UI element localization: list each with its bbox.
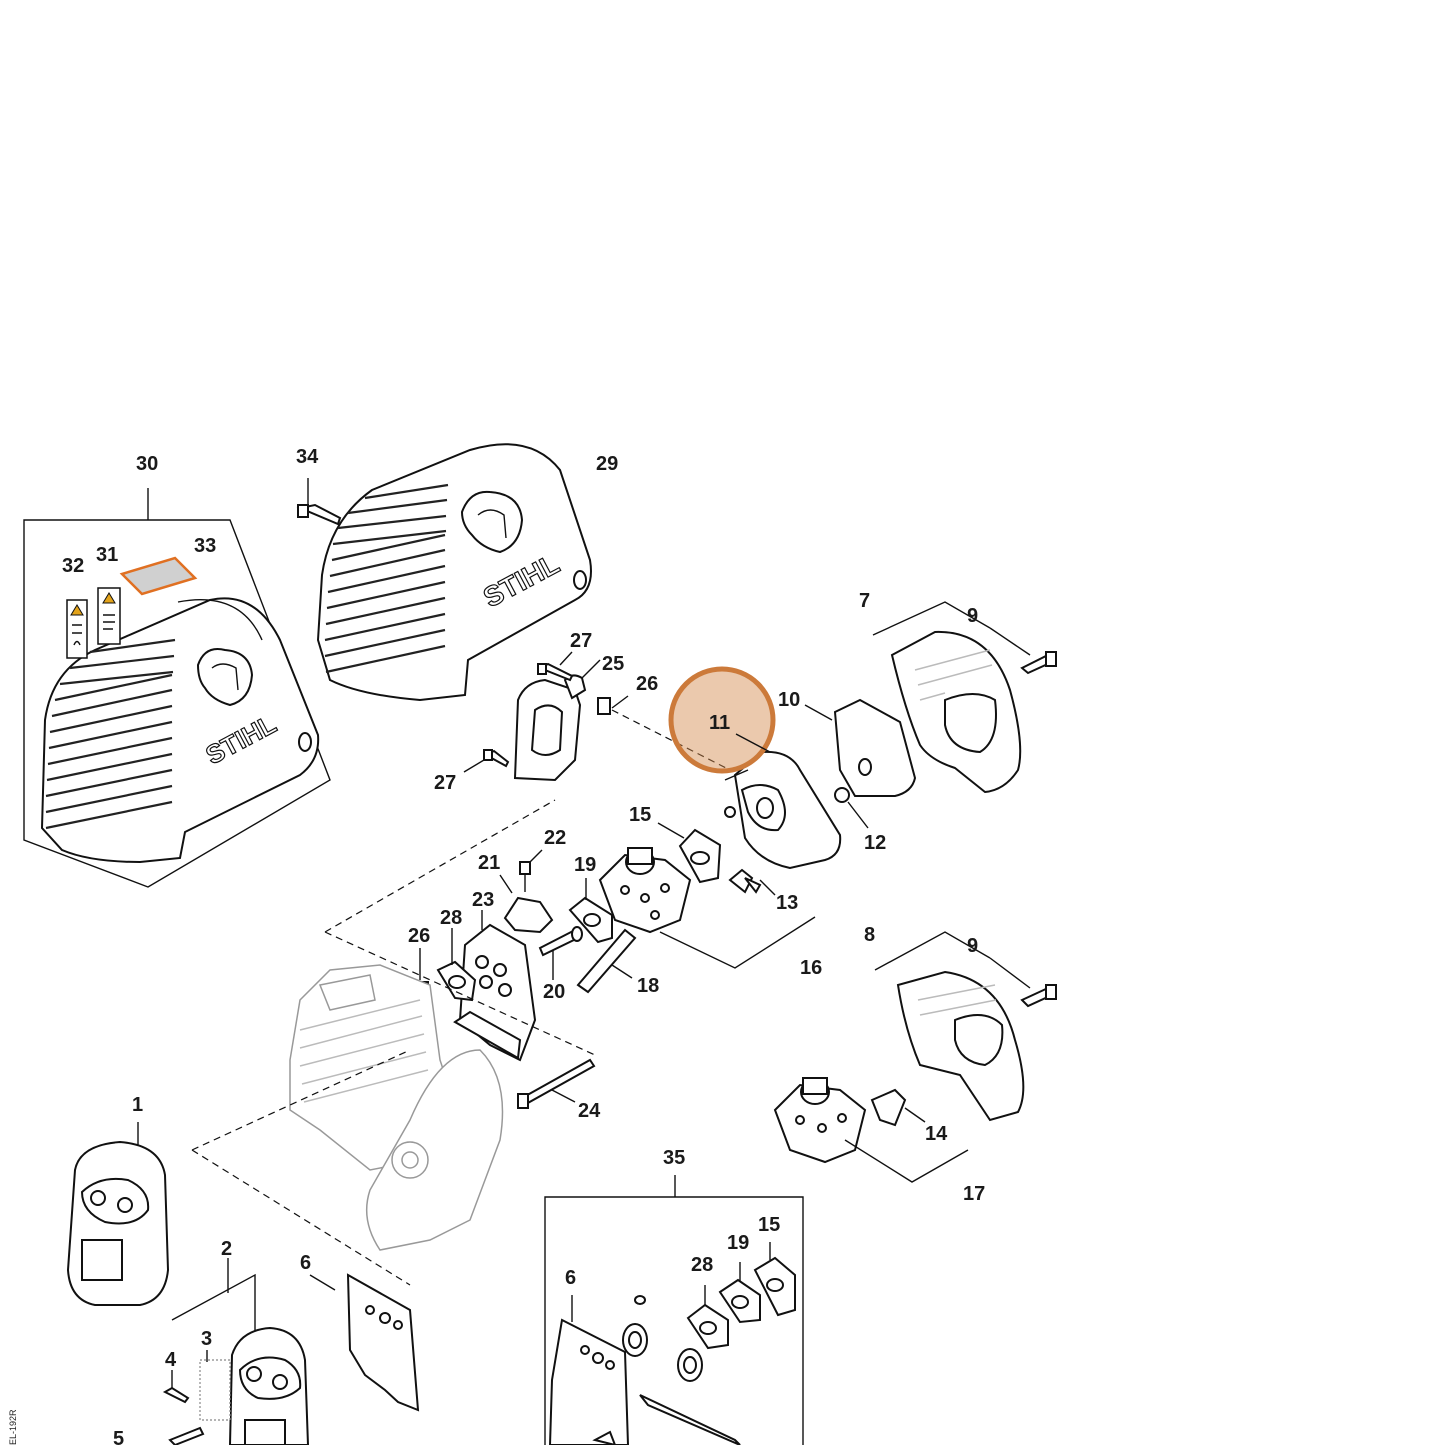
- callout-13[interactable]: 13: [776, 892, 798, 914]
- fuel-line-18: [576, 928, 637, 994]
- filter-cover-8: [874, 931, 1025, 1122]
- callout-28-kit[interactable]: 28: [691, 1254, 713, 1276]
- highlight-circle-11: [668, 666, 776, 774]
- callout-35[interactable]: 35: [663, 1147, 685, 1169]
- muffler-1: [66, 1122, 170, 1306]
- callout-18[interactable]: 18: [637, 975, 659, 997]
- callout-7[interactable]: 7: [859, 590, 870, 612]
- screw-5: [168, 1426, 205, 1445]
- gasket-19-top: [568, 878, 613, 944]
- gasket-28-kit: [686, 1285, 729, 1350]
- callout-8[interactable]: 8: [864, 924, 875, 946]
- screen-3: [199, 1350, 231, 1421]
- callout-21[interactable]: 21: [478, 852, 500, 874]
- gasket-15-kit: [753, 1242, 796, 1317]
- screw-9-bottom: [989, 957, 1057, 1008]
- callout-9-bottom[interactable]: 9: [967, 935, 978, 957]
- callout-17[interactable]: 17: [963, 1183, 985, 1205]
- warning-decal-32: [66, 599, 88, 659]
- warning-decal-31: [97, 587, 121, 645]
- carburetor-16: [598, 847, 816, 969]
- screw-34: [296, 478, 342, 526]
- nut-12: [834, 787, 869, 829]
- callout-4[interactable]: 4: [165, 1349, 177, 1371]
- gasket-15: [657, 822, 722, 884]
- callout-32[interactable]: 32: [62, 555, 84, 577]
- callout-15-kit[interactable]: 15: [758, 1214, 780, 1236]
- screw-27-top: [537, 651, 574, 682]
- air-filter-base-11: [724, 750, 842, 870]
- callout-33[interactable]: 33: [194, 535, 216, 557]
- callout-1[interactable]: 1: [132, 1094, 143, 1116]
- callout-34[interactable]: 34: [296, 446, 319, 468]
- callout-16[interactable]: 16: [800, 957, 822, 979]
- stud-20: [538, 926, 583, 980]
- drawing-code: EL-192R: [8, 1409, 18, 1445]
- callout-19-top[interactable]: 19: [574, 854, 596, 876]
- callout-28-top[interactable]: 28: [440, 907, 462, 929]
- callout-6-kit[interactable]: 6: [565, 1267, 576, 1289]
- gasket-19-kit: [718, 1262, 761, 1324]
- callout-9-top[interactable]: 9: [967, 605, 978, 627]
- filter-cover-7: [872, 601, 1022, 794]
- callout-2[interactable]: 2: [221, 1238, 232, 1260]
- seal-rings-kit: [592, 1295, 741, 1445]
- heat-shield-6: [309, 1273, 420, 1412]
- screw-22: [519, 849, 543, 892]
- gasket-28-top: [436, 928, 477, 1002]
- choke-lever-14: [870, 1088, 926, 1127]
- callout-31[interactable]: 31: [96, 544, 118, 566]
- callout-26-top[interactable]: 26: [636, 673, 658, 695]
- callout-30[interactable]: 30: [136, 453, 158, 475]
- callout-27-top[interactable]: 27: [570, 630, 592, 652]
- callout-24[interactable]: 24: [578, 1100, 601, 1122]
- screw-27-bottom: [463, 749, 510, 773]
- callout-6[interactable]: 6: [300, 1252, 311, 1274]
- gasket-kit-box-35: [544, 1175, 804, 1445]
- choke-lever-13: [728, 868, 776, 896]
- pulse-adapter-21: [499, 874, 554, 934]
- engine-crankcase: [289, 964, 504, 1251]
- screw-24: [517, 1058, 596, 1109]
- callout-29[interactable]: 29: [596, 453, 618, 475]
- callout-3[interactable]: 3: [201, 1328, 212, 1350]
- intake-manifold-23: [453, 910, 537, 1062]
- nut-26-top: [597, 695, 629, 715]
- carburetor-17: [773, 1077, 969, 1183]
- callout-12[interactable]: 12: [864, 832, 886, 854]
- muffler-assembly-2: [171, 1258, 310, 1445]
- callout-15-top[interactable]: 15: [629, 804, 651, 826]
- callout-19-kit[interactable]: 19: [727, 1232, 749, 1254]
- callout-23[interactable]: 23: [472, 889, 494, 911]
- callout-26-bottom[interactable]: 26: [408, 925, 430, 947]
- callout-25[interactable]: 25: [602, 653, 624, 675]
- callout-11[interactable]: 11: [709, 712, 730, 734]
- screw-9-top: [989, 627, 1057, 675]
- callout-27-bottom[interactable]: 27: [434, 772, 456, 794]
- cover-assembly-group-30: [23, 488, 331, 888]
- callout-5[interactable]: 5: [113, 1428, 124, 1445]
- air-filter-10: [833, 698, 917, 797]
- bracket-25: [513, 659, 601, 782]
- label-decal-33: [119, 556, 198, 596]
- engine-cover-in-box: STIHL: [40, 597, 320, 864]
- callout-22[interactable]: 22: [544, 827, 566, 849]
- callout-20[interactable]: 20: [543, 981, 565, 1003]
- engine-cover-29: STIHL: [316, 443, 592, 702]
- heat-shield-6-kit: [548, 1295, 630, 1445]
- callout-10[interactable]: 10: [778, 689, 800, 711]
- callout-14[interactable]: 14: [925, 1123, 948, 1145]
- screw-4: [162, 1370, 190, 1404]
